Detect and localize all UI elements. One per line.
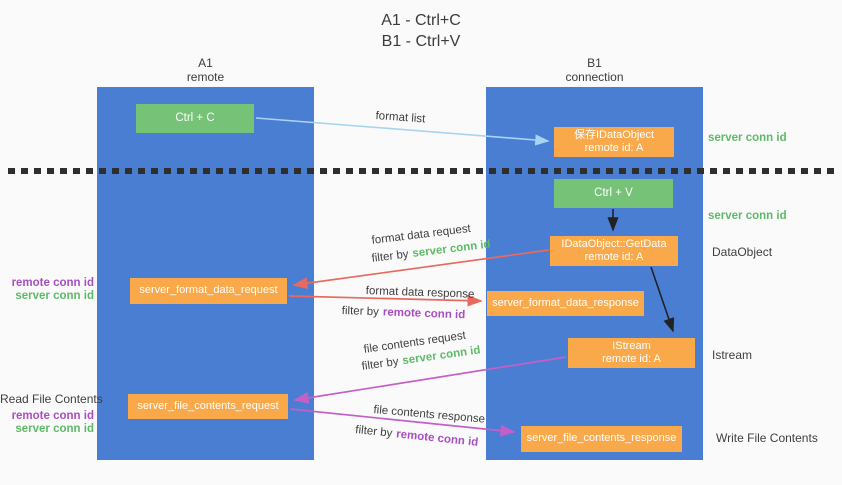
left-label-remote-conn-id-2: remote conn id [11, 410, 94, 422]
node-save-idataobject-line2: remote id: A [584, 142, 644, 154]
node-server-file-contents-response: server_file_contents_response [521, 426, 682, 452]
label-file-contents-response: file contents response [372, 404, 486, 426]
filter-by-text: filter by [341, 305, 380, 319]
remote-conn-id-key: remote conn id [395, 428, 479, 449]
node-server-file-contents-request: server_file_contents_request [128, 394, 288, 419]
node-idataobject-getdata: IDataObject::GetData remote id: A [550, 236, 678, 266]
node-server-format-data-request: server_format_data_request [130, 278, 287, 304]
diagram-title: A1 - Ctrl+C B1 - Ctrl+V [0, 10, 842, 52]
node-format-request-label: server_format_data_request [139, 284, 278, 297]
filter-by-text: filter by [354, 424, 393, 440]
node-file-request-label: server_file_contents_request [137, 399, 279, 412]
lane-b1-subtitle: connection [565, 70, 624, 84]
node-getdata-line2: remote id: A [584, 251, 644, 263]
title-line-1: A1 - Ctrl+C [381, 12, 461, 29]
node-ctrl-c-label: Ctrl + C [175, 111, 215, 124]
lane-a1-title: A1 [198, 56, 213, 70]
lane-header-b1: B1 connection [486, 56, 703, 84]
node-istream-line2: remote id: A [602, 353, 661, 365]
node-file-response-label: server_file_contents_response [526, 432, 677, 445]
lane-b1-title: B1 [587, 56, 602, 70]
left-label-server-conn-id-2: server conn id [15, 423, 94, 435]
right-label-server-conn-id-2: server conn id [708, 210, 787, 222]
session-divider-dotted-line [8, 168, 838, 174]
left-conn-id-pair-1: remote conn id server conn id [0, 277, 94, 303]
node-ctrl-v-label: Ctrl + V [594, 186, 633, 199]
left-conn-id-pair-2: remote conn id server conn id [0, 410, 94, 436]
node-istream: IStream remote id: A [568, 338, 695, 368]
label-format-list: format list [375, 110, 426, 126]
filter-by-text: filter by [361, 355, 400, 373]
lane-header-a1: A1 remote [97, 56, 314, 84]
remote-conn-id-key: remote conn id [382, 306, 466, 322]
left-label-read-file-contents: Read File Contents [0, 392, 103, 406]
lane-a1-subtitle: remote [186, 70, 225, 84]
node-ctrl-c: Ctrl + C [136, 104, 254, 133]
left-label-remote-conn-id-1: remote conn id [11, 277, 94, 289]
left-label-server-conn-id-1: server conn id [15, 290, 94, 302]
node-format-response-label: server_format_data_response [492, 296, 639, 309]
right-label-write-file-contents: Write File Contents [716, 431, 818, 445]
node-server-format-data-response: server_format_data_response [487, 291, 644, 316]
right-label-istream: Istream [712, 348, 753, 362]
right-label-server-conn-id-1: server conn id [708, 132, 787, 144]
title-line-2: B1 - Ctrl+V [381, 33, 461, 50]
node-getdata-line1: IDataObject::GetData [561, 237, 667, 250]
node-save-idataobject: 保存IDataObject remote id: A [554, 127, 674, 157]
filter-by-text: filter by [371, 248, 410, 265]
node-istream-line1: IStream [612, 339, 651, 352]
node-ctrl-v: Ctrl + V [554, 179, 673, 208]
label-format-data-response: format data response [365, 285, 475, 301]
right-label-dataobject: DataObject [712, 245, 773, 259]
node-save-idataobject-line1: 保存IDataObject [573, 128, 655, 141]
server-conn-id-key: server conn id [411, 238, 492, 260]
